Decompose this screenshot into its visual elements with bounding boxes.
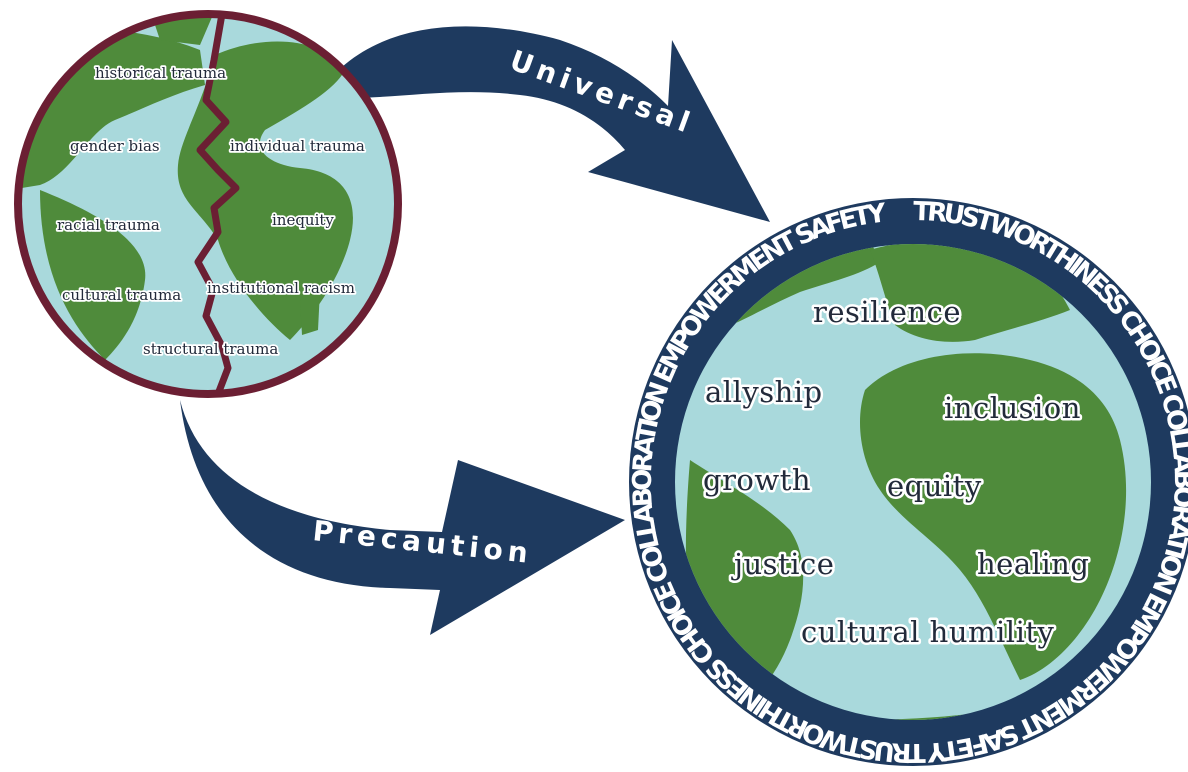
- term-inclusion: inclusion: [944, 391, 1081, 425]
- term-gender-bias: gender bias: [70, 137, 160, 155]
- left-globe-crack: [194, 13, 240, 396]
- precaution-arrow: Precaution: [180, 400, 625, 635]
- term-justice: justice: [731, 547, 834, 581]
- term-growth: growth: [703, 463, 811, 497]
- right-globe: TRUSTWORTHINESS CHOICE COLLABORATION EMP…: [628, 197, 1188, 767]
- term-historical-trauma: historical trauma: [95, 64, 226, 82]
- term-institutional-racism: institutional racism: [207, 279, 355, 297]
- term-equity: equity: [887, 469, 982, 503]
- term-individual-trauma: individual trauma: [230, 137, 365, 155]
- term-allyship: allyship: [705, 375, 823, 409]
- term-racial-trauma: racial trauma: [57, 216, 160, 234]
- term-cultural-trauma: cultural trauma: [62, 286, 181, 304]
- term-healing: healing: [977, 547, 1089, 581]
- term-structural-trauma: structural trauma: [143, 340, 278, 358]
- term-resilience: resilience: [813, 295, 961, 329]
- term-cultural-humility: cultural humility: [801, 615, 1055, 649]
- term-inequity: inequity: [272, 211, 334, 229]
- left-globe: historical trauma gender bias individual…: [14, 10, 402, 398]
